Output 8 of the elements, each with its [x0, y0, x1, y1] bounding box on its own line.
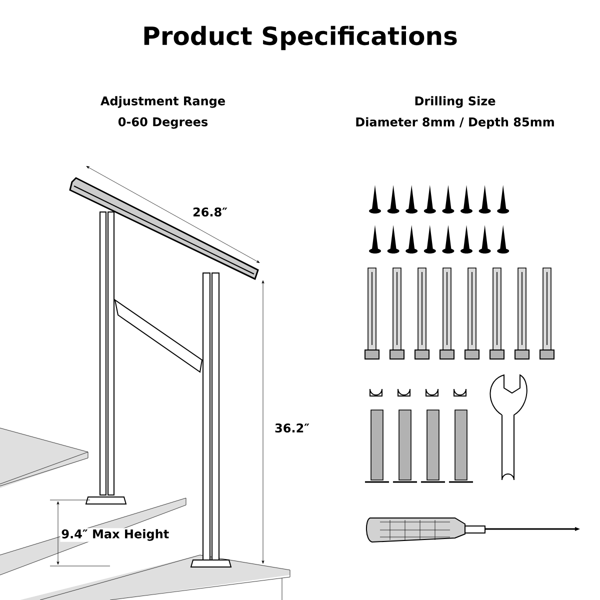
dimension-label: 9.4″ Max Height — [60, 528, 170, 542]
dimension-label: 36.2″ — [274, 422, 310, 434]
heading: Adjustment Range — [100, 96, 225, 108]
heading: Diameter 8mm / Depth 85mm — [356, 117, 554, 129]
title: Product Specifications — [144, 26, 457, 50]
dimension-label: 26.8″ — [192, 206, 228, 218]
heading: 0-60 Degrees — [118, 117, 208, 129]
heading: Drilling Size — [415, 96, 496, 108]
